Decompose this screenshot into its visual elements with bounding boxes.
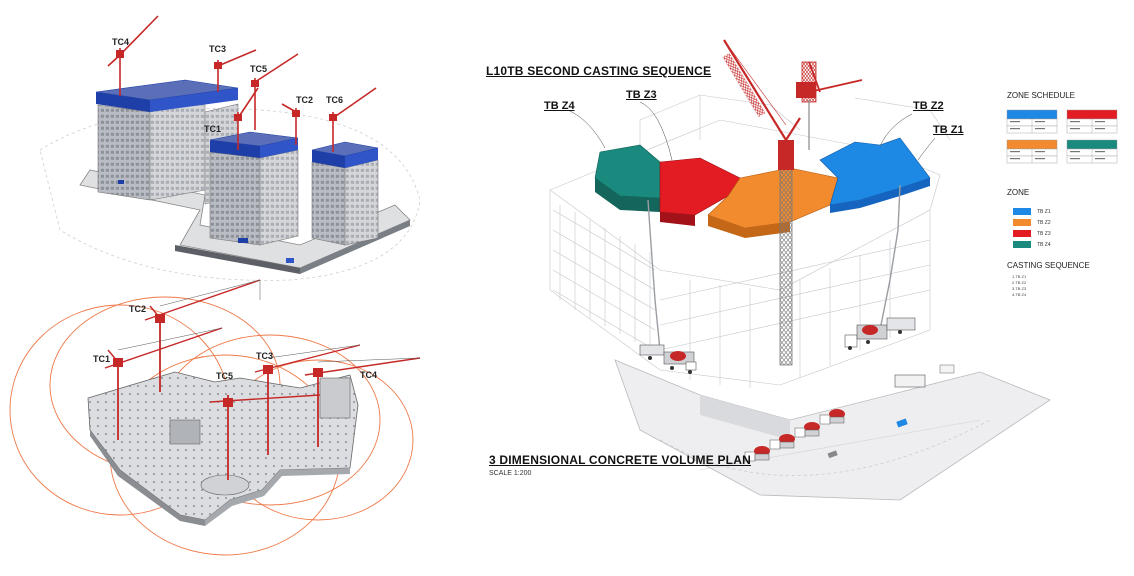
casting-sequence-item-4: 4.TB Z4 — [1012, 292, 1027, 297]
crane-label-tc4-top: TC4 — [112, 37, 130, 47]
crane-label-tc6-top: TC6 — [326, 95, 344, 105]
zone-label-tb-z1: TB Z1 — [933, 124, 964, 136]
crane-label-tc5-top: TC5 — [250, 64, 268, 74]
zone-tb-z1 — [819, 137, 931, 206]
casting-sequence-heading: CASTING SEQUENCE — [1007, 261, 1090, 270]
crane-label-tc5-bottom: TC5 — [216, 371, 234, 381]
plan-title: 3 DIMENSIONAL CONCRETE VOLUME PLAN — [489, 453, 751, 467]
crane-label-tc2-bottom: TC2 — [129, 304, 147, 314]
crane-label-tc1-bottom: TC1 — [93, 354, 111, 364]
zone-legend-label-3: TB Z3 — [1037, 231, 1051, 237]
legend-swatch-tb-z4 — [1013, 241, 1031, 248]
casting-sequence-item-2: 2.TB Z2 — [1012, 280, 1027, 285]
legend-swatch-tb-z3 — [1013, 230, 1031, 237]
casting-sequence-item-3: 3.TB Z3 — [1012, 286, 1027, 291]
zone-label-tb-z3: TB Z3 — [626, 89, 657, 101]
mixer-truck-queue — [744, 409, 845, 462]
crane-label-tc3-bottom: TC3 — [256, 351, 274, 361]
scale-note: SCALE 1:200 — [489, 470, 532, 477]
legend-swatch-tb-z2 — [1013, 219, 1031, 226]
page-title: L10TB SECOND CASTING SEQUENCE — [486, 64, 712, 78]
crane-label-tc2-top: TC2 — [296, 95, 314, 105]
crane-label-tc4-bottom: TC4 — [360, 370, 378, 380]
zone-schedule-heading: ZONE SCHEDULE — [1007, 91, 1076, 100]
top-left-building-view — [39, 15, 421, 281]
casting-sequence-model — [549, 39, 1051, 501]
legend-swatch-tb-z1 — [1013, 208, 1031, 215]
zone-tb-z3 — [659, 157, 741, 216]
zone-legend-label-1: TB Z1 — [1037, 209, 1051, 215]
zone-legend-heading: ZONE — [1007, 188, 1030, 197]
bottom-left-crane-layout — [9, 279, 421, 556]
crane-label-tc1-top: TC1 — [204, 124, 222, 134]
zone-schedule-table — [1006, 109, 1118, 164]
zone-label-tb-z2: TB Z2 — [913, 100, 944, 112]
pump-truck-right — [844, 317, 916, 350]
zone-legend-label-2: TB Z2 — [1037, 220, 1051, 226]
casting-sequence-item-1: 1.TB Z1 — [1012, 274, 1027, 279]
pump-truck-left — [639, 344, 697, 374]
zone-legend-label-4: TB Z4 — [1037, 242, 1051, 248]
zone-legend-swatches — [1013, 208, 1031, 248]
crane-label-tc3-top: TC3 — [209, 44, 227, 54]
zone-label-tb-z4: TB Z4 — [544, 100, 575, 112]
